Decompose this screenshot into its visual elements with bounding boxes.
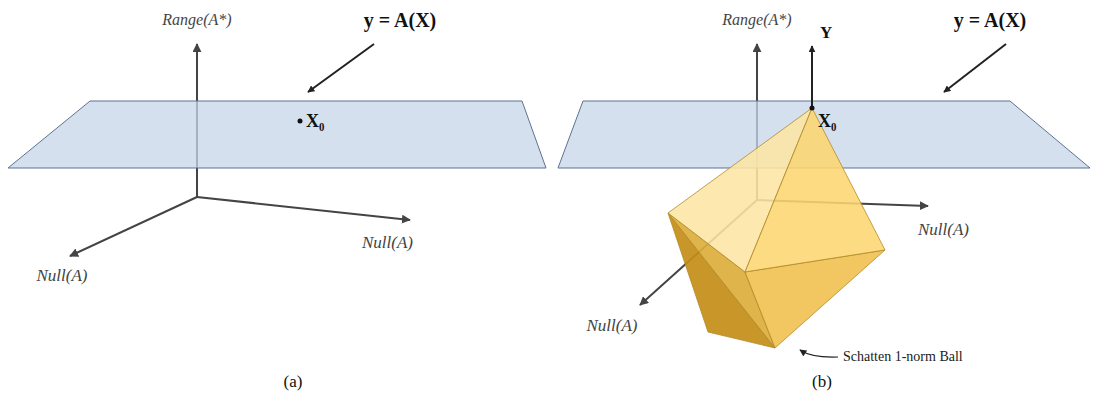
solution-plane [8, 101, 546, 168]
null-axis [70, 197, 197, 256]
normal-arrow [811, 46, 813, 108]
axis-label: Range(A*) [722, 11, 791, 29]
axis-label: Null(A) [918, 221, 969, 240]
point-label: X₀ [818, 112, 836, 132]
vector-label: Y [820, 24, 832, 43]
leader-arrow [308, 44, 374, 92]
axis-label: Range(A*) [162, 11, 231, 29]
nuclear-norm-ball [668, 108, 885, 348]
leader-arrow [944, 44, 1006, 92]
callout-label: Schatten 1-norm Ball [843, 349, 963, 364]
panel-label: (b) [812, 373, 832, 392]
equation-label: y = A(X) [954, 9, 1027, 31]
panel-a [8, 44, 546, 256]
point-label: X₀ [306, 112, 324, 132]
hidden-guide [640, 272, 745, 305]
equation-label: y = A(X) [364, 9, 437, 31]
axis-label: Null(A) [362, 234, 413, 253]
point-dot [810, 106, 815, 111]
point-dot [298, 119, 303, 124]
panel-b [558, 44, 1090, 357]
axis-label: Null(A) [587, 317, 638, 336]
null-axis [197, 197, 410, 220]
axis-label: Null(A) [37, 267, 88, 286]
panel-label: (a) [284, 373, 303, 392]
leader-arrow [800, 350, 838, 357]
